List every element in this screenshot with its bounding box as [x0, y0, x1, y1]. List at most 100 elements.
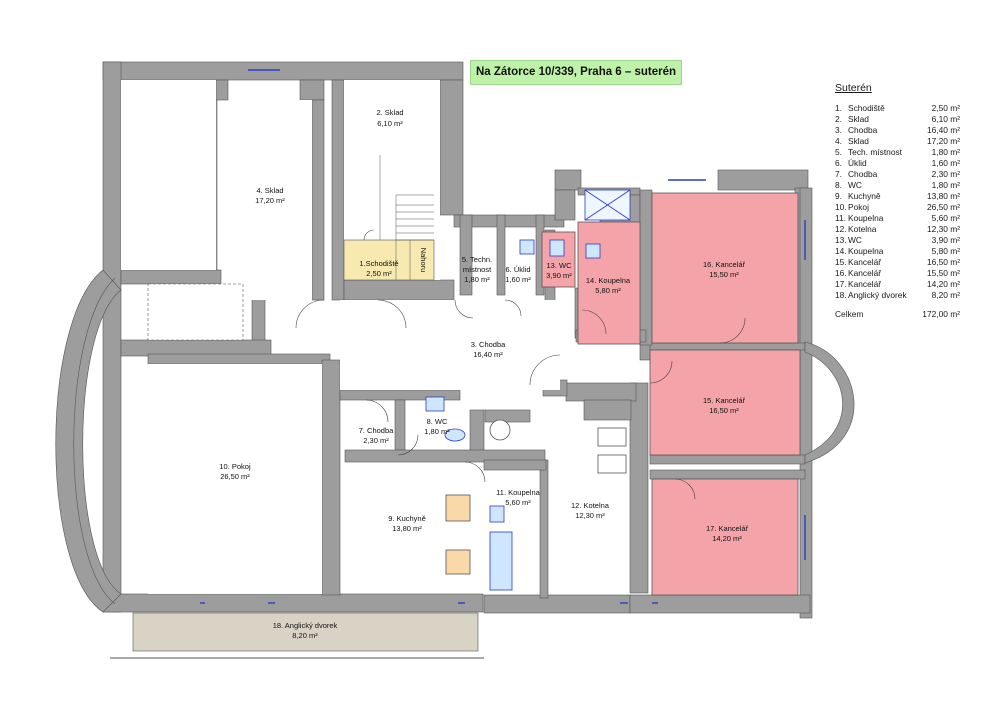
- room-17-floor: [651, 478, 799, 596]
- room-15-area: 16,50 m²: [709, 406, 739, 415]
- legend-num: 9.: [835, 191, 842, 201]
- legend-total-area: 172,00 m²: [922, 309, 960, 319]
- legend-row: 12.Kotelna 12,30 m²: [835, 224, 960, 235]
- legend-num: 10.: [835, 202, 847, 212]
- legend-num: 14.: [835, 246, 847, 256]
- room-9-area: 13,80 m²: [392, 524, 422, 533]
- room-4-area: 17,20 m²: [255, 196, 285, 205]
- room-10-area: 26,50 m²: [220, 472, 250, 481]
- room-16-floor: [651, 192, 799, 344]
- room-floors: [121, 80, 560, 594]
- fixtures: [425, 189, 631, 591]
- room-16-name: 16. Kancelář: [703, 260, 746, 269]
- legend-name: Sklad: [848, 114, 869, 124]
- legend-name: WC: [848, 235, 862, 245]
- legend-heading: Suterén: [835, 82, 872, 94]
- room-16-area: 15,50 m²: [709, 270, 739, 279]
- legend-row: 14.Koupelna 5,80 m²: [835, 246, 960, 257]
- legend-name: Chodba: [848, 169, 878, 179]
- room-13-area: 3,90 m²: [546, 271, 572, 280]
- legend-area: 15,50 m²: [926, 268, 960, 278]
- legend-num: 1.: [835, 103, 842, 113]
- legend-area: 16,50 m²: [926, 257, 960, 267]
- legend-name: Koupelna: [848, 213, 884, 223]
- legend-total-label: Celkem: [835, 309, 864, 319]
- room-8-name: 8. WC: [427, 417, 448, 426]
- room-10-name: 10. Pokoj: [219, 462, 251, 471]
- door-swings: [295, 229, 746, 500]
- room-13-name: 13. WC: [546, 261, 572, 270]
- legend-area: 3,90 m²: [931, 235, 960, 245]
- legend-area: 12,30 m²: [926, 224, 960, 234]
- legend-row: 9. Kuchyně 13,80 m²: [835, 191, 960, 202]
- legend-name: Kotelna: [848, 224, 877, 234]
- legend-name: Úklid: [848, 158, 867, 168]
- curved-bay-inner: [73, 277, 116, 605]
- legend-name: Tech. místnost: [848, 147, 902, 157]
- legend-row: 7. Chodba 2,30 m²: [835, 169, 960, 180]
- right-bay-wall: [804, 341, 855, 464]
- legend-area: 2,30 m²: [931, 169, 960, 179]
- room-3-area: 16,40 m²: [473, 350, 503, 359]
- legend-num: 7.: [835, 169, 842, 179]
- room-17-area: 14,20 m²: [712, 534, 742, 543]
- legend-area: 16,40 m²: [926, 125, 960, 135]
- legend-num: 5.: [835, 147, 842, 157]
- plan-title-box: Na Zátorce 10/339, Praha 6 – suterén: [470, 60, 682, 85]
- stair-steps: [379, 155, 434, 280]
- legend-area: 1,60 m²: [931, 158, 960, 168]
- room-1-name: 1.Schodiště: [359, 259, 398, 268]
- room-15-name: 15. Kancelář: [703, 396, 746, 405]
- legend-num: 2.: [835, 114, 842, 124]
- staircase-area: [343, 239, 435, 281]
- legend-name: Koupelna: [848, 246, 884, 256]
- legend-name: Kancelář: [848, 279, 882, 289]
- room-5-area: 1,80 m²: [464, 275, 490, 284]
- stair-up-label: Nahoru: [419, 248, 428, 273]
- room-7-name: 7. Chodba: [359, 426, 394, 435]
- legend-name: Schodiště: [848, 103, 885, 113]
- legend-num: 4.: [835, 136, 842, 146]
- legend-area: 13,80 m²: [926, 191, 960, 201]
- legend-num: 3.: [835, 125, 842, 135]
- legend-area: 2,50 m²: [931, 103, 960, 113]
- legend-name: Kancelář: [848, 257, 882, 267]
- curved-bay-wall: [55, 269, 122, 613]
- room-18-area: 8,20 m²: [292, 631, 318, 640]
- room-18-name: 18. Anglický dvorek: [273, 621, 338, 630]
- room-12-name: 12. Kotelna: [571, 501, 610, 510]
- legend-row: 1. Schodiště 2,50 m²: [835, 103, 960, 114]
- room-14-floor: [577, 221, 641, 345]
- windows: [200, 69, 806, 604]
- room-8-area: 1,80 m²: [424, 427, 450, 436]
- legend-area: 5,80 m²: [931, 246, 960, 256]
- room-1-area: 2,50 m²: [366, 269, 392, 278]
- room-4-name: 4. Sklad: [256, 186, 283, 195]
- room-5-name-line1: 5. Techn.: [462, 255, 492, 264]
- room-2-area: 6,10 m²: [377, 119, 403, 128]
- legend-area: 26,50 m²: [926, 202, 960, 212]
- legend-num: 13.: [835, 235, 847, 245]
- room-5-name-line2: místnost: [463, 265, 492, 274]
- legend-num: 12.: [835, 224, 847, 234]
- room-15-floor: [649, 349, 801, 456]
- room-2-name: 2. Sklad: [376, 108, 403, 117]
- room-14-area: 5,80 m²: [595, 286, 621, 295]
- legend-num: 16.: [835, 268, 847, 278]
- legend-name: Kuchyně: [848, 191, 881, 201]
- legend-row: 13.WC 3,90 m²: [835, 235, 960, 246]
